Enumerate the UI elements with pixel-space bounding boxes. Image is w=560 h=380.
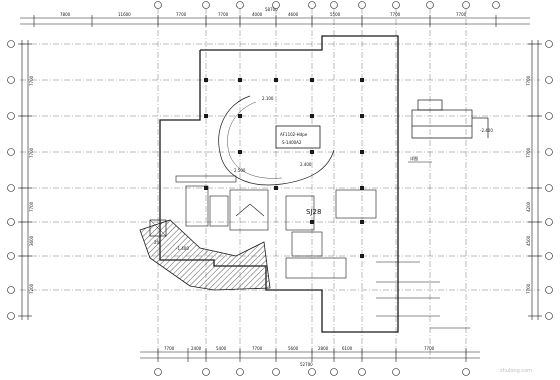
leader-lines [376,261,470,329]
detail-section [411,99,489,139]
top-dim-7: 5500 [330,12,341,17]
left-dim-3: 7700 [29,201,34,212]
bottom-dim-7: 6100 [342,346,353,351]
hatched-ramp [139,219,271,291]
top-dim-6: 4600 [288,12,299,17]
stair-label: 2% [154,240,161,245]
top-dim-3: 7700 [176,12,187,17]
bottom-axis-bubbles [154,368,470,376]
left-dim-5: 7200 [29,283,34,294]
bottom-dim-5: 5600 [288,346,299,351]
watermark-text: zhulong.com [500,368,532,374]
top-dim-5: 4000 [252,12,263,17]
curved-ramp [218,95,335,186]
grid-lines [20,8,540,360]
level-label-1: 2.100 [262,96,274,101]
bottom-dim-total: 52700 [300,362,313,367]
top-dim-4: 7700 [218,12,229,17]
level-label-2: 2.400 [300,162,312,167]
level-label-3: 2.500 [234,168,246,173]
right-dim-3: 4200 [526,201,531,212]
level-label-5: -2.400 [480,128,493,133]
bottom-dim-2: 2400 [191,346,202,351]
right-dim-4: 4500 [526,235,531,246]
right-dim-2: 7700 [526,147,531,158]
top-dimension-chain [20,15,530,27]
center-box-line2: S-1400A2 [282,140,302,145]
top-dim-2: 11600 [118,12,131,17]
mechanical-area [175,175,377,279]
bottom-dim-4: 7700 [252,346,263,351]
top-dim-8: 7700 [390,12,401,17]
curved-ramp-inner [227,101,283,179]
right-dim-5: 7700 [526,283,531,294]
building-outline [159,35,399,333]
left-dim-2: 7700 [29,147,34,158]
structural-columns [204,78,364,258]
top-dim-total: 58700 [265,7,278,12]
bottom-dimension-chain [140,348,480,362]
top-dim-1: 7800 [60,12,71,17]
right-dimension-chain [528,40,542,320]
bottom-dim-6: 2800 [318,346,329,351]
room-label: SJ28 [306,208,321,216]
stair-diagonal [149,219,167,237]
bottom-dim-1: 7700 [164,346,175,351]
top-axis-bubbles [154,1,500,9]
bottom-dim-3: 5400 [216,346,227,351]
left-dim-4: 3600 [29,235,34,246]
right-axis-bubbles [545,40,553,320]
left-axis-bubbles [7,40,15,320]
bottom-dim-8: 7700 [424,346,435,351]
top-dim-9: 7700 [456,12,467,17]
right-dim-1: 7700 [526,75,531,86]
stair-box [149,219,167,237]
left-dim-1: 7700 [29,75,34,86]
center-equipment-box [275,125,321,149]
left-dimension-chain [18,40,32,320]
center-box-line1: AF1102-Hdpe [280,132,308,137]
detail-caption: 详图 [410,155,418,161]
level-label-4: -1.400 [176,246,189,251]
